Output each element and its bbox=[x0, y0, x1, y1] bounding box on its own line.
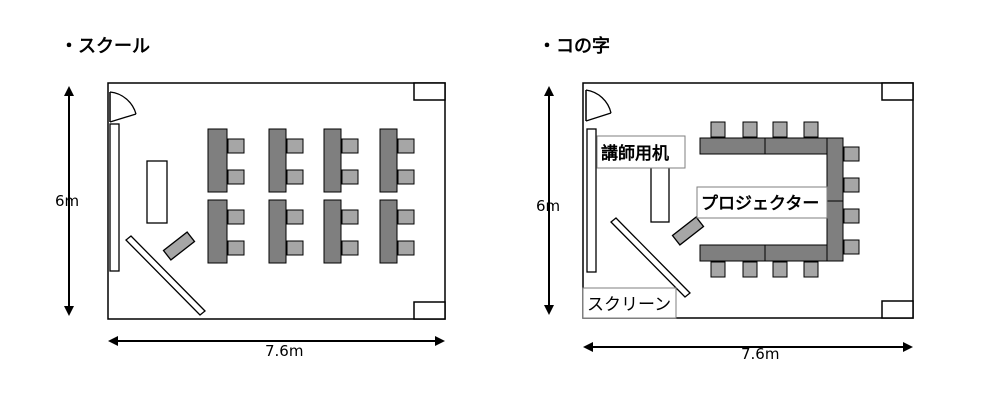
school-chair bbox=[397, 240, 415, 256]
school-chair bbox=[286, 209, 304, 225]
school-chair bbox=[286, 138, 304, 154]
u-chair bbox=[772, 121, 788, 138]
school-chair bbox=[397, 138, 415, 154]
school-chair bbox=[341, 209, 359, 225]
school-chair bbox=[227, 138, 245, 154]
school-layout: ・スクール bbox=[55, 36, 446, 360]
school-chair bbox=[397, 169, 415, 185]
u-shape-layout-title: ・コの字 bbox=[538, 35, 610, 57]
school-desk bbox=[323, 128, 342, 193]
u-table bbox=[764, 244, 828, 262]
school-chair bbox=[341, 138, 359, 154]
school-desk bbox=[268, 128, 287, 193]
school-width-label: 7.6m bbox=[265, 342, 303, 360]
u-table bbox=[826, 200, 844, 262]
u-chair bbox=[742, 261, 758, 278]
school-height-label: 6m bbox=[55, 192, 79, 210]
school-pillar-top-right bbox=[413, 82, 446, 101]
school-desk bbox=[268, 199, 287, 264]
screen-callout: スクリーン bbox=[582, 287, 677, 319]
school-wall-board bbox=[109, 123, 120, 272]
u-width-label: 7.6m bbox=[741, 345, 779, 363]
school-chair bbox=[397, 209, 415, 225]
school-chair bbox=[341, 240, 359, 256]
school-desk-grid bbox=[207, 128, 415, 264]
u-lectern bbox=[650, 161, 670, 223]
u-chair bbox=[843, 146, 860, 162]
u-pillar-bottom-right bbox=[881, 300, 914, 319]
u-projector bbox=[671, 216, 705, 246]
u-chair bbox=[843, 239, 860, 255]
u-chair bbox=[772, 261, 788, 278]
school-chair bbox=[227, 169, 245, 185]
school-chair bbox=[341, 169, 359, 185]
school-desk bbox=[379, 128, 398, 193]
u-screen bbox=[610, 217, 691, 298]
school-room-outline bbox=[107, 82, 446, 320]
projector-label: プロジェクター bbox=[701, 193, 819, 214]
school-chair bbox=[227, 209, 245, 225]
u-table bbox=[699, 137, 766, 155]
school-layout-title: ・スクール bbox=[60, 36, 150, 57]
u-chair bbox=[803, 121, 819, 138]
lectern-callout: 講師用机 bbox=[596, 135, 686, 169]
school-projector bbox=[162, 231, 196, 261]
school-desk bbox=[207, 128, 228, 193]
u-room-outline bbox=[582, 82, 914, 319]
u-table bbox=[699, 244, 766, 262]
u-chair bbox=[843, 208, 860, 224]
school-pillar-bottom-right bbox=[413, 301, 446, 320]
school-chair bbox=[286, 169, 304, 185]
school-door-icon bbox=[109, 91, 137, 123]
u-chair bbox=[803, 261, 819, 278]
u-chair bbox=[710, 121, 726, 138]
u-table bbox=[764, 137, 828, 155]
u-pillar-top-right bbox=[881, 82, 914, 101]
u-shape-layout: ・コの字 bbox=[536, 35, 914, 363]
school-desk bbox=[379, 199, 398, 264]
u-table-set bbox=[699, 121, 860, 278]
u-chair bbox=[742, 121, 758, 138]
u-chair bbox=[710, 261, 726, 278]
u-table bbox=[826, 137, 844, 202]
u-height-label: 6m bbox=[536, 197, 560, 215]
u-wall-board bbox=[586, 128, 597, 273]
u-door-icon bbox=[585, 89, 612, 122]
school-chair bbox=[286, 240, 304, 256]
school-desk bbox=[207, 199, 228, 264]
school-screen bbox=[125, 235, 206, 316]
school-chair bbox=[227, 240, 245, 256]
lectern-label: 講師用机 bbox=[601, 143, 669, 164]
projector-callout: プロジェクター bbox=[696, 186, 828, 219]
u-chair bbox=[843, 177, 860, 193]
screen-label: スクリーン bbox=[587, 295, 671, 315]
school-lectern bbox=[146, 160, 168, 224]
school-desk bbox=[323, 199, 342, 264]
